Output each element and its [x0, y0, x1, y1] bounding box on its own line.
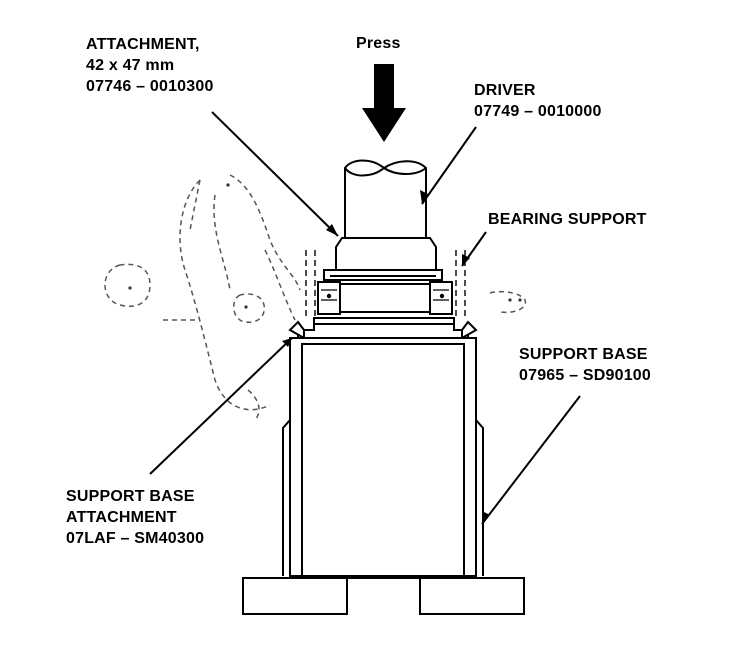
bearing-support-callout: BEARING SUPPORT: [488, 209, 647, 230]
support-base-body: [282, 320, 484, 577]
attachment-42x47: [323, 237, 443, 281]
support-base-attachment-callout: SUPPORT BASE ATTACHMENT 07LAF – SM40300: [66, 486, 204, 549]
support-base-attachment-callout-line-2: ATTACHMENT: [66, 509, 177, 526]
support-base-leader: [481, 395, 581, 525]
driver-shaft: [344, 159, 427, 241]
support-base-attachment-callout-line-3: 07LAF – SM40300: [66, 530, 205, 547]
support-base-attachment-leader: [149, 337, 293, 475]
support-base-attachment: [297, 317, 469, 339]
bearing-race: [317, 281, 453, 315]
attachment-callout: ATTACHMENT, 42 x 47 mm 07746 – 0010300: [86, 34, 214, 97]
driver-callout-line-1: DRIVER: [474, 82, 536, 99]
attachment-leader: [211, 111, 339, 237]
support-base-callout: SUPPORT BASE 07965 – SD90100: [519, 344, 651, 386]
support-base-callout-line-1: SUPPORT BASE: [519, 346, 648, 363]
attachment-callout-line-2: 42 x 47 mm: [86, 57, 175, 74]
attachment-callout-line-3: 07746 – 0010300: [86, 78, 214, 95]
ghost-housing-marks: [128, 183, 522, 309]
press-arrow: [362, 64, 406, 142]
driver-leader: [421, 126, 477, 205]
ghost-housing: [104, 174, 527, 421]
leader-lines: [149, 111, 581, 525]
attachment-callout-line-1: ATTACHMENT,: [86, 36, 200, 53]
support-base-callout-line-2: 07965 – SD90100: [519, 367, 651, 384]
press-label: Press: [356, 35, 401, 52]
base-blocks: [242, 577, 525, 615]
driver-callout-line-2: 07749 – 0010000: [474, 103, 602, 120]
support-base-attachment-callout-line-1: SUPPORT BASE: [66, 488, 195, 505]
leader-arrowheads: [282, 190, 490, 524]
driver-callout: DRIVER 07749 – 0010000: [474, 80, 602, 122]
bearing-support-callout-line-1: BEARING SUPPORT: [488, 211, 647, 228]
